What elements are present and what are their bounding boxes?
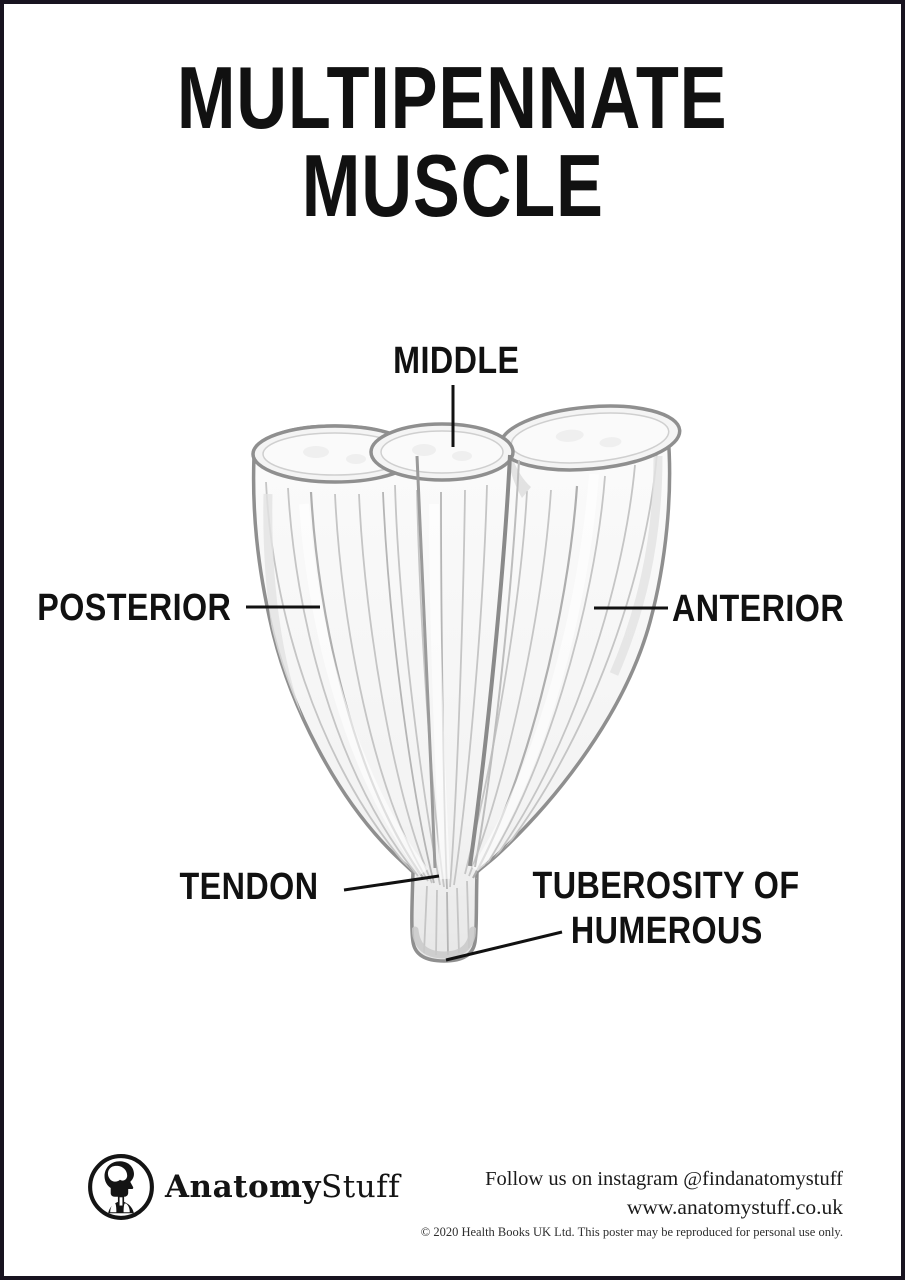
page-title: MULTIPENNATE MUSCLE	[4, 54, 901, 230]
muscle-illustration	[246, 385, 682, 963]
muscle-head-tops	[251, 404, 682, 484]
instagram-line: Follow us on instagram @findanatomystuff	[485, 1168, 843, 1190]
leader-lines	[246, 385, 668, 962]
label-tendon: TENDON	[179, 866, 318, 908]
logo-stuff: Stuff	[321, 1169, 401, 1205]
logo-wordmark: AnatomyStuff	[165, 1169, 400, 1205]
label-middle: MIDDLE	[393, 340, 520, 382]
copyright-line: © 2020 Health Books UK Ltd. This poster …	[420, 1225, 843, 1239]
label-tuberosity-of-humerous: TUBEROSITY OF HUMEROUS	[533, 865, 800, 952]
footer-info: Follow us on instagram @findanatomystuff…	[421, 1166, 843, 1241]
title-line-1: MULTIPENNATE	[177, 48, 728, 147]
head-profile-icon	[88, 1154, 154, 1220]
logo-anatomy: Anatomy	[165, 1169, 321, 1205]
title-line-2: MUSCLE	[301, 136, 604, 235]
muscle-striations	[263, 451, 663, 959]
leader-tendon	[343, 874, 440, 892]
anatomystuff-logo: AnatomyStuff	[86, 1152, 400, 1222]
label-posterior: POSTERIOR	[36, 587, 231, 629]
anterior-head-top	[498, 404, 682, 472]
website-line: www.anatomystuff.co.uk	[626, 1195, 843, 1219]
head-divider-lines	[415, 454, 520, 869]
lobe-junction-shadow	[508, 454, 531, 498]
leader-tuberosity	[445, 930, 563, 962]
label-anterior: ANTERIOR	[672, 588, 845, 630]
middle-head-top	[369, 422, 515, 482]
